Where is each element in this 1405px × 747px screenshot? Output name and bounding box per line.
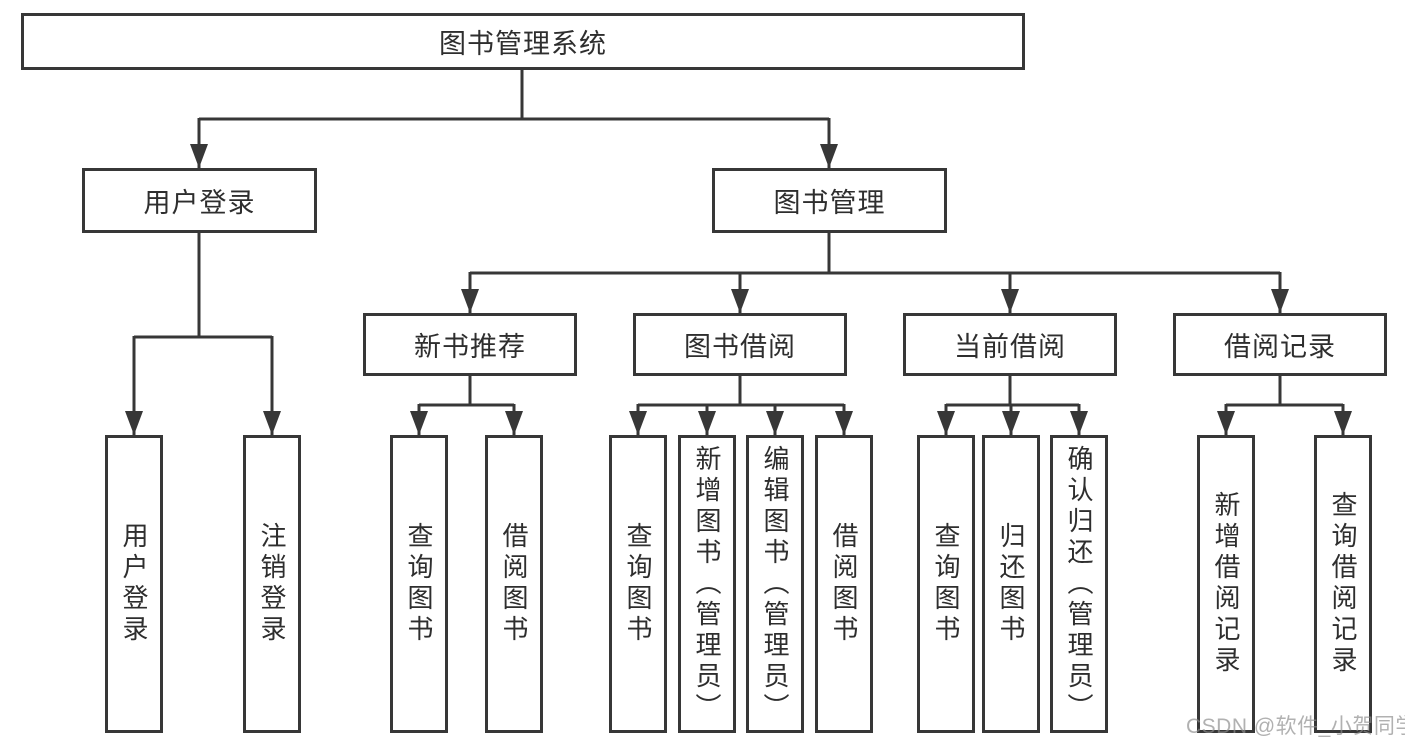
leaf-logout: 注销登录 [243,435,301,733]
leaf-user-login: 用户登录 [105,435,163,733]
node-book-management: 图书管理 [712,168,947,233]
connector-root [199,69,829,121]
connector-borrow-record [1226,375,1343,407]
leaf-borrow-book-1: 借阅图书 [485,435,543,733]
node-new-book-recommend: 新书推荐 [363,313,577,376]
leaf-query-book-3: 查询图书 [917,435,975,733]
leaf-query-book-2: 查询图书 [609,435,667,733]
leaf-add-borrow-record: 新增借阅记录 [1197,435,1255,733]
csdn-watermark: CSDN @软件_小贺同学 [1186,715,1405,738]
node-current-borrow: 当前借阅 [903,313,1117,376]
connector-book-borrow [638,375,844,407]
node-book-borrow: 图书借阅 [633,313,847,376]
connector-new-book [419,375,514,407]
node-borrow-record: 借阅记录 [1173,313,1387,376]
connector-current-borrow [946,375,1079,407]
leaf-borrow-book-2: 借阅图书 [815,435,873,733]
leaf-confirm-return-admin: 确认归还（管理员） [1050,435,1108,733]
leaf-query-borrow-record: 查询借阅记录 [1314,435,1372,733]
leaf-edit-book-admin: 编辑图书（管理员） [746,435,804,733]
node-library-system: 图书管理系统 [21,13,1025,70]
connector-user-login [134,232,272,339]
node-user-login: 用户登录 [82,168,317,233]
leaf-add-book-admin: 新增图书（管理员） [678,435,736,733]
connector-book-management [470,232,1280,275]
leaf-query-book-1: 查询图书 [390,435,448,733]
leaf-return-book: 归还图书 [982,435,1040,733]
